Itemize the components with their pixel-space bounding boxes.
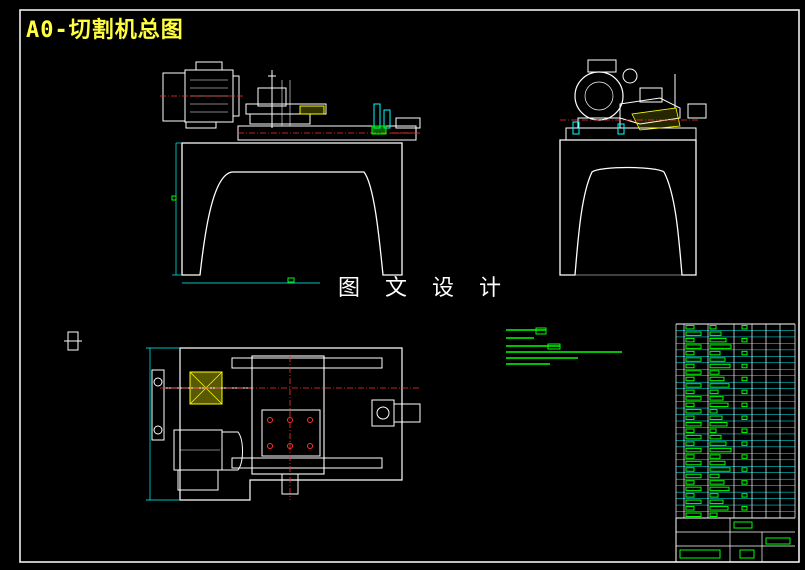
bom-cell-mark: [709, 325, 717, 330]
bom-cell-mark: [741, 467, 748, 472]
bom-cell-mark: [709, 331, 722, 336]
bom-cell-mark: [709, 454, 721, 459]
bom-cell-mark: [741, 325, 748, 330]
side-view: [559, 59, 707, 276]
bom-cell-mark: [709, 370, 720, 375]
bom-cell-mark: [765, 537, 791, 545]
bom-cell-mark: [685, 357, 702, 362]
bom-cell-mark: [685, 454, 695, 459]
bom-cell-mark: [739, 549, 755, 559]
bom-cell-mark: [685, 422, 702, 427]
bom-cell-mark: [685, 460, 702, 466]
title-block: [675, 323, 796, 562]
bom-cell-mark: [709, 428, 717, 433]
bom-cell-mark: [741, 376, 748, 382]
bom-cell-mark: [709, 415, 723, 420]
bom-cell-mark: [741, 506, 748, 511]
bom-cell-mark: [709, 447, 732, 453]
bom-cell-mark: [709, 363, 731, 369]
bom-cell-mark: [685, 493, 695, 498]
bom-cell-mark: [685, 506, 695, 511]
bom-cell-mark: [741, 389, 748, 395]
bom-cell-mark: [709, 467, 731, 472]
bom-cell-mark: [685, 363, 695, 369]
bom-cell-mark: [685, 467, 695, 472]
drawing-title: A0-切割机总图: [26, 18, 184, 43]
bom-cell-mark: [709, 473, 720, 479]
bom-cell-mark: [685, 402, 695, 408]
bom-cell-mark: [741, 493, 748, 498]
bom-cell-mark: [709, 409, 718, 414]
plan-view: [64, 331, 421, 501]
bom-cell-mark: [741, 415, 748, 420]
bom-cell-mark: [709, 460, 726, 466]
bom-cell-mark: [709, 422, 728, 427]
bom-cell-mark: [709, 396, 724, 401]
bom-cell-mark: [741, 402, 748, 408]
plan-view-table-outline: [179, 347, 403, 501]
bom-cell-mark: [685, 409, 702, 414]
plan-view-motor: [173, 429, 243, 491]
side-view-table-body: [559, 139, 697, 276]
front-view-motor: [160, 61, 245, 129]
bom-cell-mark: [685, 370, 702, 375]
front-view-table-body: [181, 142, 403, 276]
bom-cell-mark: [685, 434, 702, 440]
bom-cell-mark: [679, 549, 721, 559]
bom-cell-mark: [685, 337, 695, 343]
bom-cell-mark: [685, 376, 695, 382]
bom-cell-mark: [741, 337, 748, 343]
bom-cell-mark: [709, 506, 729, 511]
bom-cell-mark: [741, 363, 748, 369]
bom-cell-mark: [709, 499, 724, 505]
front-view-dimensions: [171, 142, 320, 284]
bom-cell-mark: [685, 396, 702, 401]
bom-cell-mark: [741, 350, 748, 356]
bom-cell-mark: [685, 499, 702, 505]
technical-notes-block: [506, 327, 622, 365]
watermark-text: 图 文 设 计: [338, 276, 510, 301]
bom-cell-mark: [709, 389, 719, 395]
bom-cell-mark: [709, 357, 726, 362]
bom-cell-mark: [741, 480, 748, 485]
bom-cell-mark: [685, 389, 695, 395]
bom-cell-mark: [741, 428, 748, 433]
bom-cell-mark: [709, 493, 719, 498]
bom-cell-mark: [685, 344, 702, 349]
bom-cell-mark: [709, 480, 725, 485]
bom-cell-mark: [709, 402, 729, 408]
bom-cell-mark: [685, 486, 702, 492]
bom-cell-mark: [685, 331, 702, 336]
bom-cell-mark: [709, 337, 727, 343]
bom-cell-mark: [685, 473, 702, 479]
bom-cell-mark: [709, 350, 721, 356]
bom-cell-mark: [685, 415, 695, 420]
bom-cell-mark: [709, 486, 730, 492]
bom-cell-mark: [741, 454, 748, 459]
bom-cell-mark: [709, 344, 732, 349]
bom-cell-mark: [709, 441, 727, 446]
bom-cell-mark: [709, 434, 722, 440]
bom-cell-mark: [685, 350, 695, 356]
front-view: [160, 61, 421, 284]
bom-cell-mark: [733, 521, 753, 529]
bom-cell-mark: [685, 428, 695, 433]
bom-cell-mark: [709, 383, 730, 388]
bom-cell-mark: [685, 480, 695, 485]
bom-cell-mark: [685, 441, 695, 446]
sheet-border: [19, 9, 800, 563]
bom-cell-mark: [685, 325, 695, 330]
bom-cell-mark: [709, 512, 718, 517]
side-view-motor: [574, 59, 638, 129]
bom-cell-mark: [685, 447, 702, 453]
bom-cell-mark: [685, 512, 702, 517]
bom-cell-mark: [741, 441, 748, 446]
front-view-cutting-head: [245, 70, 327, 128]
bom-cell-mark: [709, 376, 725, 382]
bom-cell-mark: [685, 383, 702, 388]
